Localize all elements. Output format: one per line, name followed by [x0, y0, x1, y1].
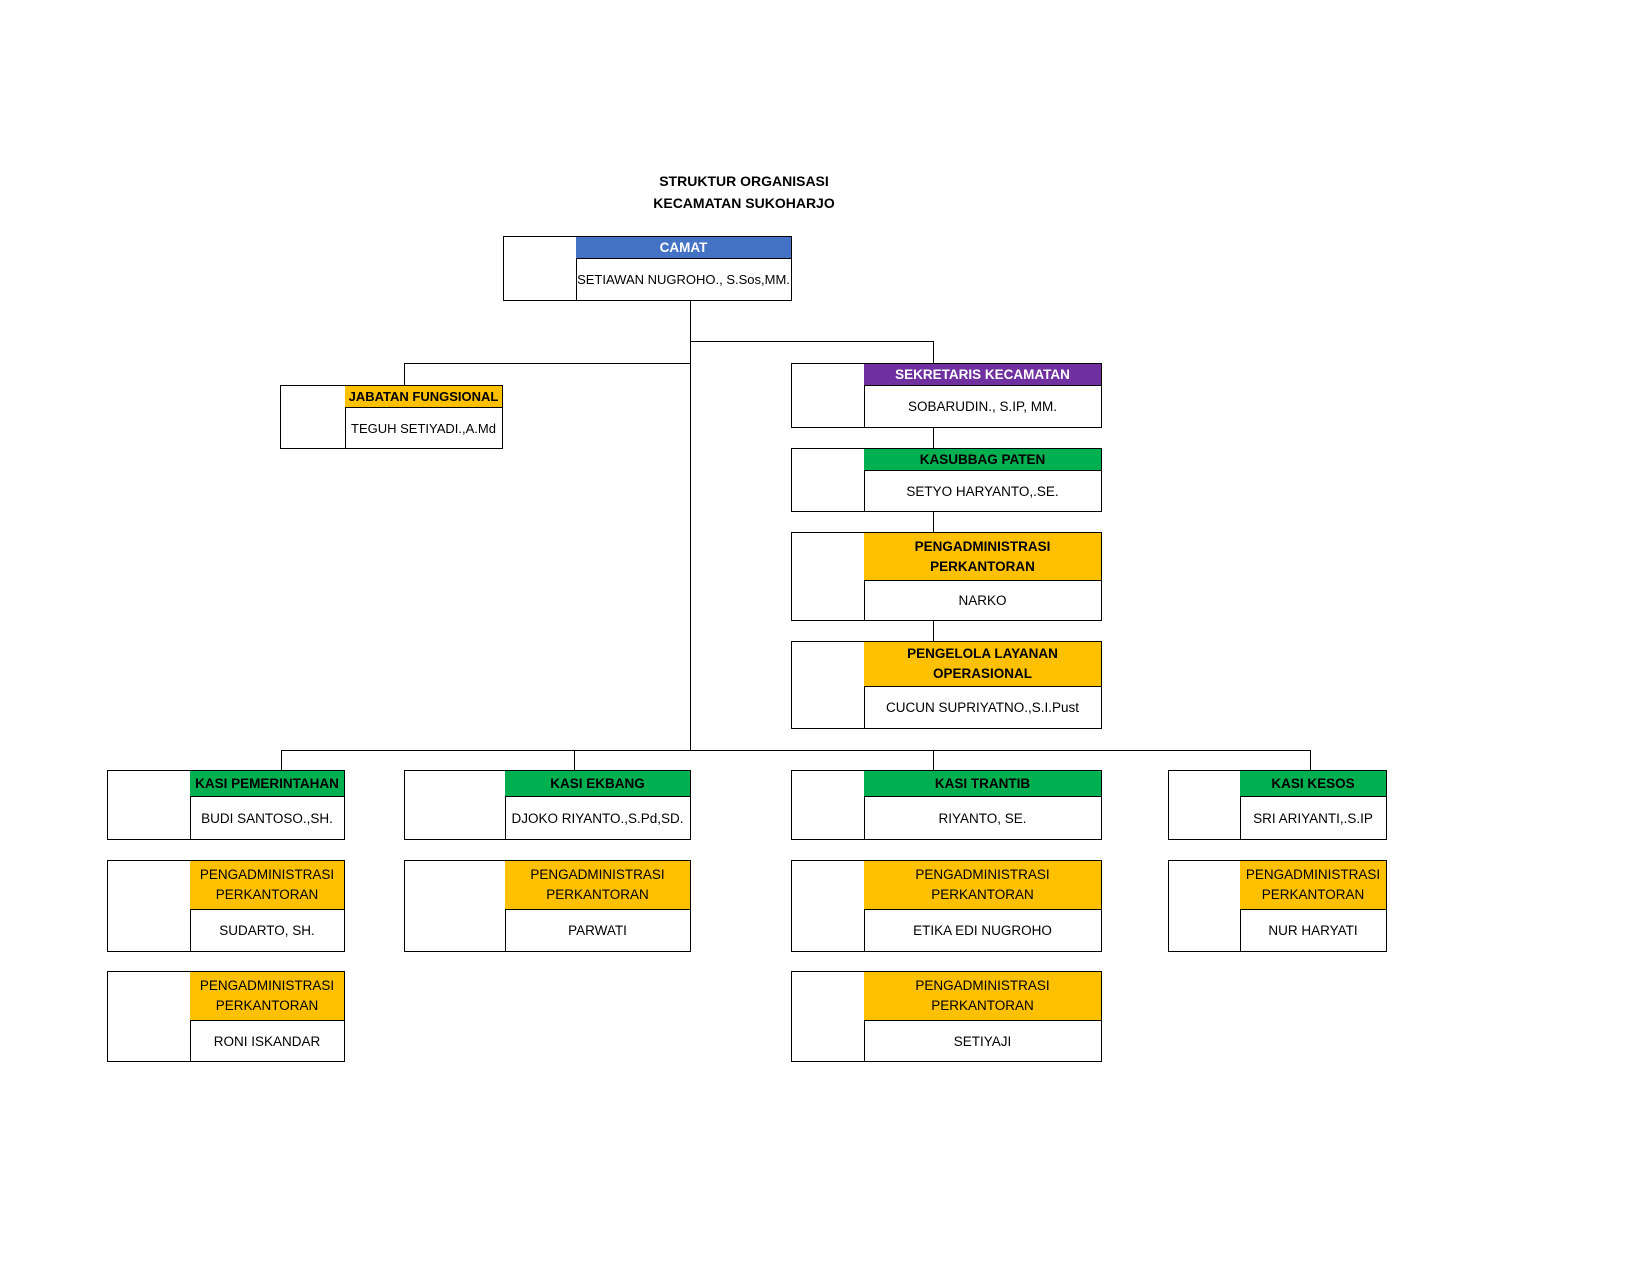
- node-trantib-staff-1: PENGADMINISTRASI PERKANTORAN ETIKA EDI N…: [791, 860, 1102, 952]
- node-kasi-kesos: KASI KESOS SRI ARIYANTI,.S.IP: [1168, 770, 1387, 840]
- node-title-line: PENGADMINISTRASI: [199, 867, 335, 882]
- photo-placeholder: [504, 237, 577, 300]
- connector-line: [281, 750, 283, 771]
- node-pemerintahan-staff-1: PENGADMINISTRASI PERKANTORAN SUDARTO, SH…: [107, 860, 345, 952]
- node-title: PENGADMINISTRASI PERKANTORAN: [190, 861, 344, 910]
- node-title: PENGELOLA LAYANAN OPERASIONAL: [864, 642, 1101, 687]
- node-title: CAMAT: [576, 237, 791, 259]
- node-jabatan-fungsional: JABATAN FUNGSIONAL TEGUH SETIYADI.,A.Md: [280, 385, 503, 449]
- photo-placeholder: [405, 861, 506, 951]
- node-name: BUDI SANTOSO.,SH.: [201, 810, 333, 826]
- connector-line: [933, 620, 935, 642]
- photo-placeholder: [792, 642, 865, 728]
- node-kasubbag-paten: KASUBBAG PATEN SETYO HARYANTO,.SE.: [791, 448, 1102, 512]
- node-title: KASI KESOS: [1240, 771, 1386, 797]
- connector-line: [933, 341, 935, 364]
- photo-placeholder: [1169, 771, 1241, 839]
- node-title: KASI EKBANG: [505, 771, 690, 797]
- node-title: KASI TRANTIB: [864, 771, 1101, 797]
- photo-placeholder: [792, 533, 865, 620]
- node-name: RIYANTO, SE.: [938, 810, 1027, 826]
- node-title-line: PENGADMINISTRASI: [530, 867, 665, 882]
- node-name: NARKO: [958, 593, 1007, 608]
- node-title: JABATAN FUNGSIONAL: [345, 386, 502, 408]
- photo-placeholder: [108, 861, 191, 951]
- node-name: DJOKO RIYANTO.,S.Pd,SD.: [511, 810, 684, 826]
- node-title: PENGADMINISTRASI PERKANTORAN: [1240, 861, 1386, 910]
- chart-title-line-1: STRUKTUR ORGANISASI: [659, 173, 829, 189]
- node-title-line: PENGADMINISTRASI: [915, 978, 1050, 993]
- connector-line: [933, 511, 935, 533]
- node-name: CUCUN SUPRIYATNO.,S.I.Pust: [885, 700, 1080, 715]
- node-pemerintahan-staff-2: PENGADMINISTRASI PERKANTORAN RONI ISKAND…: [107, 971, 345, 1062]
- photo-placeholder: [792, 364, 865, 427]
- node-pengelola-layanan: PENGELOLA LAYANAN OPERASIONAL CUCUN SUPR…: [791, 641, 1102, 729]
- photo-placeholder: [108, 972, 191, 1061]
- node-title-line: PERKANTORAN: [1261, 887, 1365, 902]
- connector-line: [933, 750, 935, 771]
- photo-placeholder: [108, 771, 191, 839]
- connector-line: [690, 300, 692, 751]
- chart-title-line-2: KECAMATAN SUKOHARJO: [653, 195, 835, 211]
- node-name: SETIAWAN NUGROHO., S.Sos,MM.: [577, 272, 790, 287]
- node-camat: CAMAT SETIAWAN NUGROHO., S.Sos,MM.: [503, 236, 792, 301]
- node-name: SRI ARIYANTI,.S.IP: [1253, 810, 1373, 826]
- chart-title: STRUKTUR ORGANISASI KECAMATAN SUKOHARJO: [600, 170, 888, 214]
- connector-line: [281, 750, 1311, 752]
- connector-line: [574, 750, 576, 771]
- node-trantib-staff-2: PENGADMINISTRASI PERKANTORAN SETIYAJI: [791, 971, 1102, 1062]
- node-name: PARWATI: [568, 923, 627, 938]
- node-title-line: PERKANTORAN: [931, 998, 1034, 1013]
- photo-placeholder: [792, 972, 865, 1061]
- node-ekbang-staff-1: PENGADMINISTRASI PERKANTORAN PARWATI: [404, 860, 691, 952]
- photo-placeholder: [792, 861, 865, 951]
- node-kasi-pemerintahan: KASI PEMERINTAHAN BUDI SANTOSO.,SH.: [107, 770, 345, 840]
- node-kesos-staff-1: PENGADMINISTRASI PERKANTORAN NUR HARYATI: [1168, 860, 1387, 952]
- node-name: ETIKA EDI NUGROHO: [913, 923, 1052, 938]
- node-title-line: PERKANTORAN: [546, 887, 649, 902]
- node-title-line: PENGADMINISTRASI: [199, 978, 335, 993]
- node-pengadministrasi-sekretariat: PENGADMINISTRASI PERKANTORAN NARKO: [791, 532, 1102, 621]
- photo-placeholder: [792, 449, 865, 511]
- photo-placeholder: [405, 771, 506, 839]
- node-sekretaris-kecamatan: SEKRETARIS KECAMATAN SOBARUDIN., S.IP, M…: [791, 363, 1102, 428]
- node-title-line: PENGADMINISTRASI: [914, 538, 1051, 554]
- node-title: PENGADMINISTRASI PERKANTORAN: [505, 861, 690, 910]
- node-name: NUR HARYATI: [1268, 923, 1358, 938]
- node-name: SETYO HARYANTO,.SE.: [906, 483, 1059, 499]
- connector-line: [404, 363, 691, 365]
- node-title: PENGADMINISTRASI PERKANTORAN: [190, 972, 344, 1021]
- node-title: PENGADMINISTRASI PERKANTORAN: [864, 533, 1101, 581]
- node-name: SOBARUDIN., S.IP, MM.: [907, 399, 1058, 414]
- connector-line: [404, 363, 406, 386]
- node-title: KASI PEMERINTAHAN: [190, 771, 344, 797]
- node-name: SETIYAJI: [953, 1033, 1012, 1049]
- node-kasi-trantib: KASI TRANTIB RIYANTO, SE.: [791, 770, 1102, 840]
- node-name: TEGUH SETIYADI.,A.Md: [351, 420, 496, 436]
- connector-line: [933, 427, 935, 449]
- node-kasi-ekbang: KASI EKBANG DJOKO RIYANTO.,S.Pd,SD.: [404, 770, 691, 840]
- node-name: RONI ISKANDAR: [213, 1033, 321, 1049]
- photo-placeholder: [1169, 861, 1241, 951]
- node-title: SEKRETARIS KECAMATAN: [864, 364, 1101, 386]
- node-title: KASUBBAG PATEN: [864, 449, 1101, 471]
- node-name: SUDARTO, SH.: [219, 923, 315, 938]
- photo-placeholder: [792, 771, 865, 839]
- connector-line: [690, 341, 934, 343]
- node-title: PENGADMINISTRASI PERKANTORAN: [864, 972, 1101, 1021]
- connector-line: [1310, 750, 1312, 771]
- node-title-line: OPERASIONAL: [932, 666, 1032, 681]
- node-title-line: PERKANTORAN: [215, 887, 319, 902]
- node-title-line: PERKANTORAN: [930, 558, 1035, 574]
- node-title-line: PENGADMINISTRASI: [915, 867, 1050, 882]
- node-title-line: PERKANTORAN: [215, 998, 319, 1013]
- node-title-line: PENGELOLA LAYANAN: [907, 646, 1058, 661]
- photo-placeholder: [281, 386, 346, 448]
- node-title: PENGADMINISTRASI PERKANTORAN: [864, 861, 1101, 910]
- node-title-line: PERKANTORAN: [931, 887, 1034, 902]
- node-title-line: PENGADMINISTRASI: [1245, 867, 1381, 882]
